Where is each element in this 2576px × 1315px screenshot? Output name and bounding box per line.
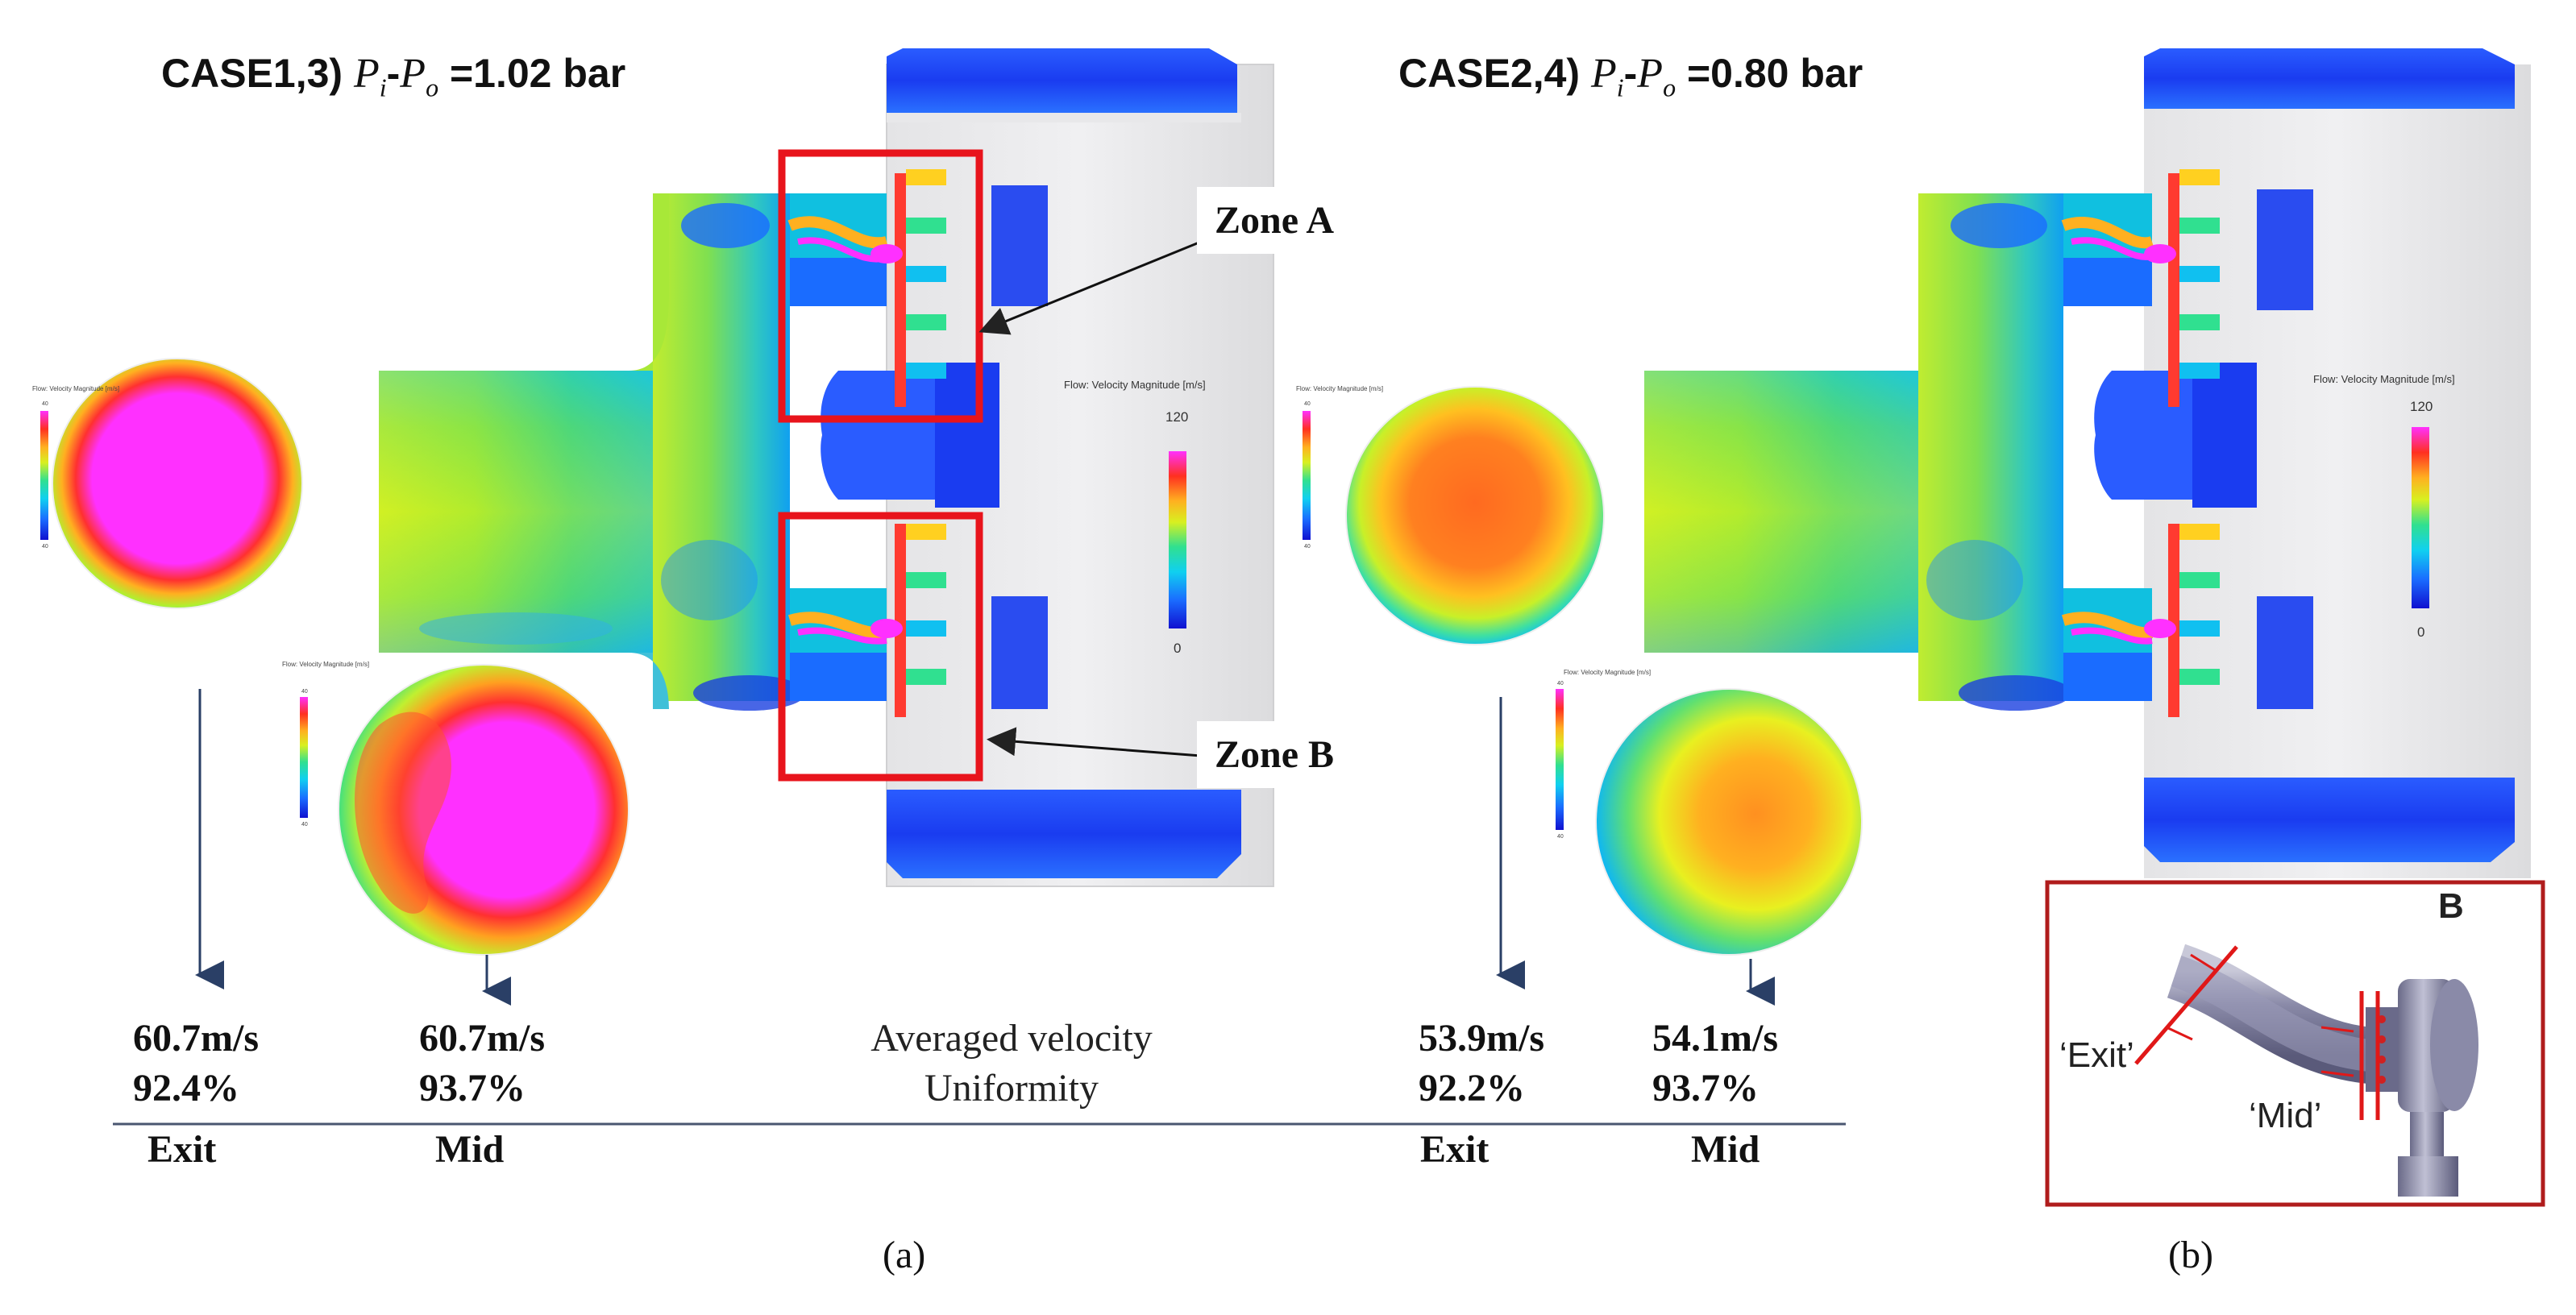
small-colorbar-exit-a-min: 40 (42, 544, 48, 550)
mid-b-label: Mid (1691, 1128, 1760, 1171)
small-colorbar-mid-a-max: 40 (301, 689, 308, 695)
pi-symbol: P (353, 51, 380, 97)
zone-a-label: Zone A (1197, 187, 1352, 254)
po-subscript: o (1663, 73, 1676, 102)
panel-a-title: CASE1,3) Pi-Po =1.02 bar (161, 51, 626, 102)
colorbar-b-max: 120 (2410, 399, 2433, 414)
mid-cross-section-b (1595, 688, 1863, 956)
small-colorbar-exit-a-max: 40 (42, 401, 48, 407)
inset-mid-label: ‘Mid’ (2249, 1096, 2322, 1135)
panel-b-case: CASE2,4) (1398, 51, 1581, 96)
mid-a-uniformity: 93.7% (419, 1067, 526, 1110)
small-colorbar-mid-a-title: Flow: Velocity Magnitude [m/s] (282, 661, 370, 668)
po-symbol: P (1637, 51, 1664, 97)
nozzle-column-upper (870, 169, 946, 407)
pi-symbol: P (1590, 51, 1617, 97)
zone-b-arrow (987, 727, 1202, 757)
small-colorbar-mid-b-min: 40 (1557, 834, 1564, 840)
panel-a-label: (a) (883, 1234, 926, 1276)
legend-velocity: Averaged velocity (870, 1017, 1153, 1060)
po-symbol: P (400, 51, 426, 97)
small-colorbar-exit-b-min: 40 (1304, 544, 1311, 550)
zone-a-arrow (978, 240, 1202, 335)
exit-b-label: Exit (1420, 1128, 1490, 1171)
po-subscript: o (426, 73, 439, 102)
mid-a-values: 60.7m/s 93.7% (419, 1014, 545, 1114)
panel-a-case: CASE1,3) (161, 51, 343, 96)
mid-a-label: Mid (435, 1128, 505, 1171)
panel-b-model (1644, 48, 2531, 878)
exit-b-uniformity: 92.2% (1419, 1067, 1525, 1110)
small-colorbar-mid-b-max: 40 (1557, 681, 1564, 687)
mid-a-velocity: 60.7m/s (419, 1017, 545, 1060)
panel-b-title: CASE2,4) Pi-Po =0.80 bar (1398, 51, 1863, 102)
legend-uniformity: Uniformity (924, 1067, 1099, 1110)
small-colorbar-exit-a-title: Flow: Velocity Magnitude [m/s] (32, 385, 120, 392)
legend-text: Averaged velocity Uniformity (806, 1014, 1217, 1114)
panel-b-pressure: =0.80 bar (1686, 51, 1863, 96)
small-colorbar-mid-a-min: 40 (301, 822, 308, 828)
mid-b-velocity: 54.1m/s (1652, 1017, 1778, 1060)
colorbar-b-min: 0 (2417, 624, 2425, 640)
small-colorbar-mid-b (1556, 689, 1564, 830)
exit-cross-section-b (1345, 386, 1605, 645)
exit-b-values: 53.9m/s 92.2% (1419, 1014, 1544, 1114)
mid-b-uniformity: 93.7% (1652, 1067, 1759, 1110)
zone-b-box (778, 512, 983, 782)
exit-a-label: Exit (147, 1128, 217, 1171)
geometry-inset (2045, 880, 2545, 1207)
exit-a-values: 60.7m/s 92.4% (133, 1014, 259, 1114)
colorbar-a-title: Flow: Velocity Magnitude [m/s] (1064, 379, 1206, 391)
small-colorbar-exit-b (1303, 411, 1311, 540)
exit-a-uniformity: 92.4% (133, 1067, 239, 1110)
exit-a-velocity: 60.7m/s (133, 1017, 259, 1060)
pi-subscript: i (379, 73, 387, 102)
panel-b-label: (b) (2168, 1234, 2213, 1276)
colorbar-a-min: 0 (1174, 641, 1182, 656)
small-colorbar-mid-b-title: Flow: Velocity Magnitude [m/s] (1564, 669, 1652, 676)
mid-cross-section-a (338, 664, 629, 956)
zone-b-label: Zone B (1197, 721, 1352, 788)
colorbar-b (2412, 427, 2429, 608)
exit-b-velocity: 53.9m/s (1419, 1017, 1544, 1060)
colorbar-b-title: Flow: Velocity Magnitude [m/s] (2313, 373, 2455, 385)
pi-subscript: i (1616, 73, 1624, 102)
nozzle-column-lower (870, 524, 946, 717)
small-colorbar-mid-a (300, 697, 308, 818)
small-colorbar-exit-b-max: 40 (1304, 401, 1311, 407)
colorbar-a (1169, 451, 1186, 628)
mid-b-values: 54.1m/s 93.7% (1652, 1014, 1778, 1114)
zone-a-box (778, 149, 983, 423)
exit-cross-section-a (52, 358, 303, 609)
inset-b-label: B (2438, 886, 2464, 926)
inset-exit-label: ‘Exit’ (2059, 1035, 2134, 1075)
panel-a-pressure: =1.02 bar (449, 51, 626, 96)
small-colorbar-exit-b-title: Flow: Velocity Magnitude [m/s] (1296, 385, 1384, 392)
colorbar-a-max: 120 (1165, 409, 1189, 425)
small-colorbar-exit-a (40, 411, 48, 540)
